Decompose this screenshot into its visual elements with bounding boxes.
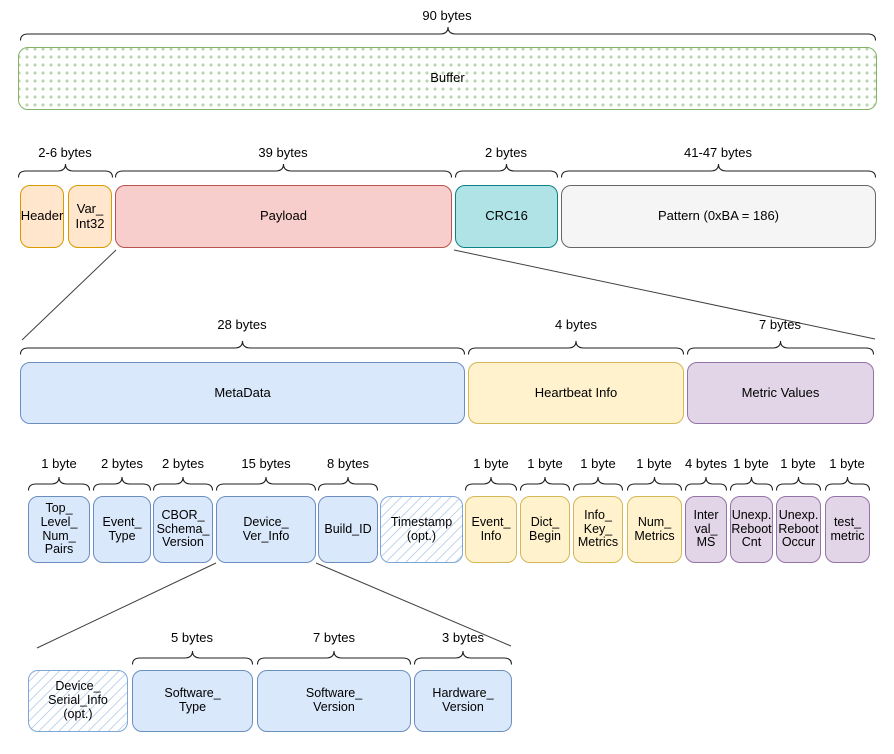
byte-brace (824, 476, 871, 491)
byte-brace (152, 476, 214, 491)
byte-count-label: 1 byte (780, 456, 816, 471)
hardware-version-box: Hardware_ Version (414, 670, 512, 732)
byte-count-label: 2 bytes (485, 145, 527, 160)
num-metrics-box: Num_ Metrics (627, 496, 682, 563)
byte-brace (92, 476, 152, 491)
event-info-box: Event_ Info (465, 496, 517, 563)
byte-brace (131, 650, 254, 665)
byte-count-label: 1 byte (527, 456, 563, 471)
byte-brace (775, 476, 822, 491)
byte-brace (256, 650, 412, 665)
byte-count-label: 1 byte (580, 456, 616, 471)
byte-brace (114, 163, 453, 178)
byte-brace (454, 163, 559, 178)
cbor-schema-version-box: CBOR_ Schema_ Version (153, 496, 213, 563)
byte-count-label: 3 bytes (442, 630, 484, 645)
crc16-box: CRC16 (455, 185, 558, 248)
byte-brace (27, 476, 91, 491)
byte-brace (464, 476, 518, 491)
software-version-box: Software_ Version (257, 670, 411, 732)
byte-count-label: 1 byte (829, 456, 865, 471)
timestamp-box: Timestamp (opt.) (380, 496, 463, 563)
byte-count-label: 2 bytes (101, 456, 143, 471)
device-serial-info-box: Device_ Serial_Info (opt.) (28, 670, 128, 732)
build-id-box: Build_ID (318, 496, 378, 563)
byte-count-label: 8 bytes (327, 456, 369, 471)
byte-brace (626, 476, 683, 491)
byte-count-label: 1 byte (636, 456, 672, 471)
info-key-metrics-box: Info_ Key_ Metrics (573, 496, 623, 563)
byte-count-label: 4 bytes (685, 456, 727, 471)
byte-count-label: 90 bytes (422, 8, 472, 23)
byte-count-label: 7 bytes (759, 317, 801, 332)
buffer-box: Buffer (18, 47, 877, 110)
byte-count-label: 15 bytes (241, 456, 291, 471)
byte-count-label: 2-6 bytes (38, 145, 92, 160)
byte-count-label: 28 bytes (217, 317, 267, 332)
byte-brace (19, 340, 466, 355)
byte-count-label: 1 byte (733, 456, 769, 471)
connector-payload-right (453, 249, 876, 340)
byte-brace (413, 650, 513, 665)
byte-brace (686, 340, 875, 355)
byte-count-label: 1 byte (473, 456, 509, 471)
byte-count-label: 2 bytes (162, 456, 204, 471)
byte-brace (684, 476, 728, 491)
heartbeat-info-box: Heartbeat Info (468, 362, 684, 424)
interval-ms-box: Inter val_ MS (685, 496, 727, 563)
connector-payload-left (21, 249, 117, 341)
byte-count-label: 4 bytes (555, 317, 597, 332)
byte-brace (519, 476, 571, 491)
pattern-box: Pattern (0xBA = 186) (561, 185, 876, 248)
metric-values-box: Metric Values (687, 362, 874, 424)
byte-count-label: 5 bytes (171, 630, 213, 645)
header-box: Header (20, 185, 64, 248)
var-int32-box: Var_ Int32 (68, 185, 112, 248)
byte-brace (467, 340, 685, 355)
test-metric-box: test_ metric (825, 496, 870, 563)
unexp-reboot-occur-box: Unexp. Reboot Occur (776, 496, 821, 563)
device-ver-info-box: Device_ Ver_Info (216, 496, 316, 563)
byte-count-label: 41-47 bytes (684, 145, 752, 160)
byte-brace (317, 476, 379, 491)
byte-count-label: 39 bytes (258, 145, 308, 160)
byte-brace (19, 26, 877, 41)
top-level-num-pairs-box: Top_ Level_ Num_ Pairs (28, 496, 90, 563)
software-type-box: Software_ Type (132, 670, 253, 732)
byte-count-label: 1 byte (41, 456, 77, 471)
byte-brace (215, 476, 317, 491)
byte-count-label: 7 bytes (313, 630, 355, 645)
byte-brace (729, 476, 774, 491)
dict-begin-box: Dict_ Begin (520, 496, 570, 563)
byte-brace (17, 163, 114, 178)
metadata-box: MetaData (20, 362, 465, 424)
event-type-box: Event_ Type (93, 496, 151, 563)
unexp-reboot-cnt-box: Unexp. Reboot Cnt (730, 496, 773, 563)
payload-box: Payload (115, 185, 452, 248)
byte-brace (560, 163, 877, 178)
byte-brace (572, 476, 624, 491)
